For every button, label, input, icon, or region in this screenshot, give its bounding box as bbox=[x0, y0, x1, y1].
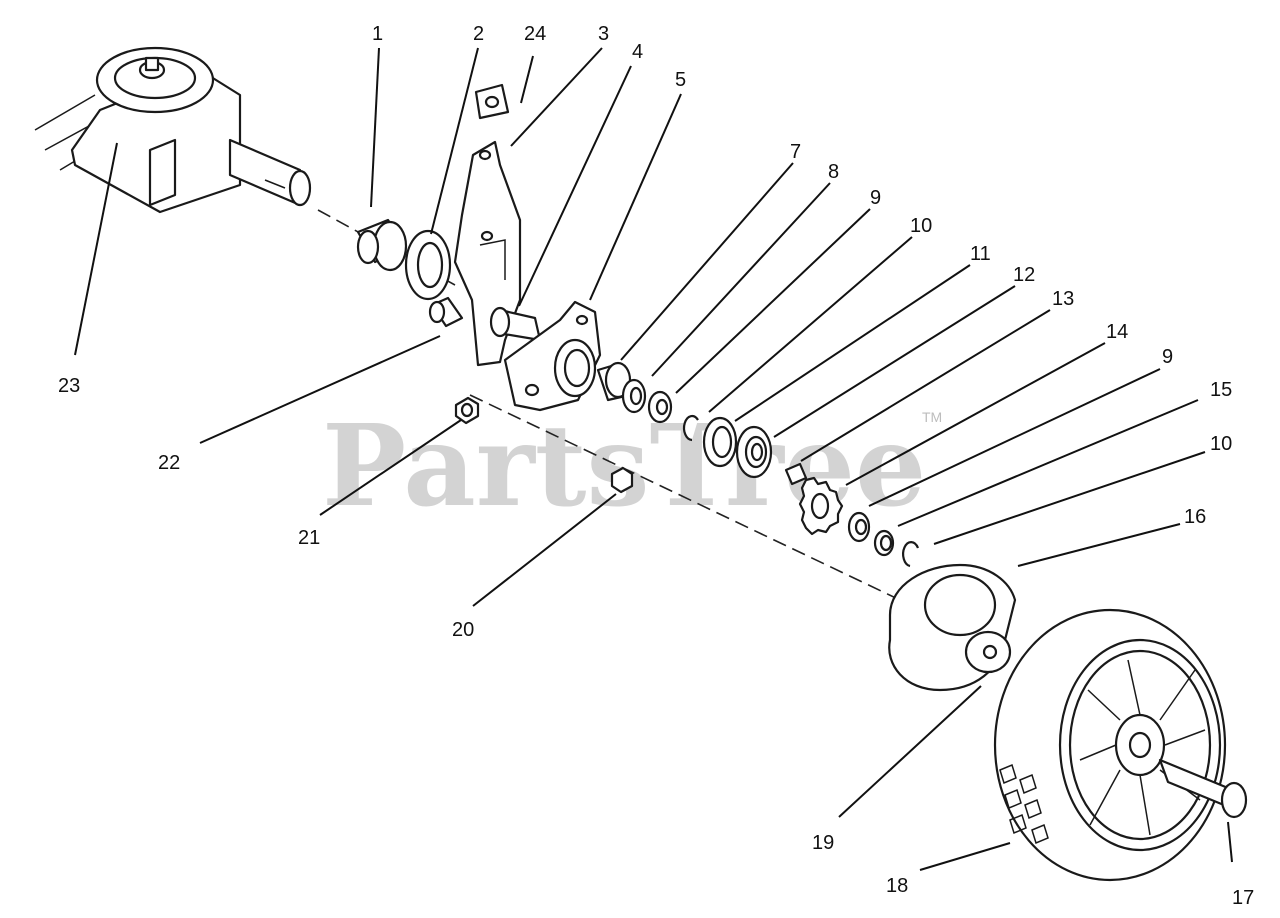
callout-19: 19 bbox=[812, 832, 834, 854]
callout-11: 11 bbox=[970, 243, 991, 265]
part-22-bolt bbox=[428, 296, 464, 328]
part-5-pivot-arm bbox=[503, 300, 602, 412]
callout-10: 10 bbox=[910, 215, 932, 237]
callout-13: 13 bbox=[1052, 288, 1074, 310]
part-10b-retaining-ring bbox=[902, 541, 920, 568]
part-16-gear-cover bbox=[888, 563, 1017, 692]
callout-labels: 1 2 24 3 4 5 7 8 9 10 11 12 13 14 9 15 1… bbox=[58, 23, 1254, 909]
callout-10b: 10 bbox=[1210, 433, 1232, 455]
part-9b-washer bbox=[847, 511, 871, 543]
part-13-key bbox=[784, 462, 808, 486]
callout-24: 24 bbox=[524, 23, 546, 45]
part-2-washer bbox=[404, 229, 452, 301]
transmission-housing bbox=[34, 46, 312, 214]
part-20-nut bbox=[610, 466, 634, 494]
callout-15: 15 bbox=[1210, 379, 1232, 401]
part-8-washer bbox=[621, 378, 647, 414]
part-12-bearing bbox=[735, 425, 773, 479]
part-17-axle-bolt bbox=[1158, 758, 1248, 819]
callout-2: 2 bbox=[473, 23, 484, 45]
callout-9b: 9 bbox=[1162, 346, 1173, 368]
callout-16: 16 bbox=[1184, 506, 1206, 528]
part-4-pivot-shaft bbox=[489, 306, 542, 342]
callout-22: 22 bbox=[158, 452, 180, 474]
callout-20: 20 bbox=[452, 619, 474, 641]
watermark-trademark: TM bbox=[922, 409, 942, 425]
callout-14: 14 bbox=[1106, 321, 1128, 343]
part-14-pinion-gear bbox=[798, 476, 844, 536]
part-10-retaining-ring bbox=[682, 414, 699, 442]
callout-18: 18 bbox=[886, 875, 908, 897]
part-9-washer bbox=[647, 390, 673, 424]
callout-1: 1 bbox=[372, 23, 383, 45]
part-1-bushing bbox=[356, 218, 408, 272]
callout-4: 4 bbox=[632, 41, 643, 63]
part-15-bushing bbox=[873, 529, 895, 557]
callout-7: 7 bbox=[790, 141, 801, 163]
callout-5: 5 bbox=[675, 69, 686, 91]
callout-17: 17 bbox=[1232, 887, 1254, 909]
callout-3: 3 bbox=[598, 23, 609, 45]
part-11-washer bbox=[702, 416, 738, 468]
callout-23: 23 bbox=[58, 375, 80, 397]
callout-21: 21 bbox=[298, 527, 320, 549]
part-24-clip bbox=[474, 83, 510, 120]
part-21-nut bbox=[454, 396, 480, 425]
callout-8: 8 bbox=[828, 161, 839, 183]
leader-lines bbox=[74, 47, 1233, 871]
part-18-wheel bbox=[993, 608, 1227, 882]
callout-9: 9 bbox=[870, 187, 881, 209]
callout-12: 12 bbox=[1013, 264, 1035, 286]
